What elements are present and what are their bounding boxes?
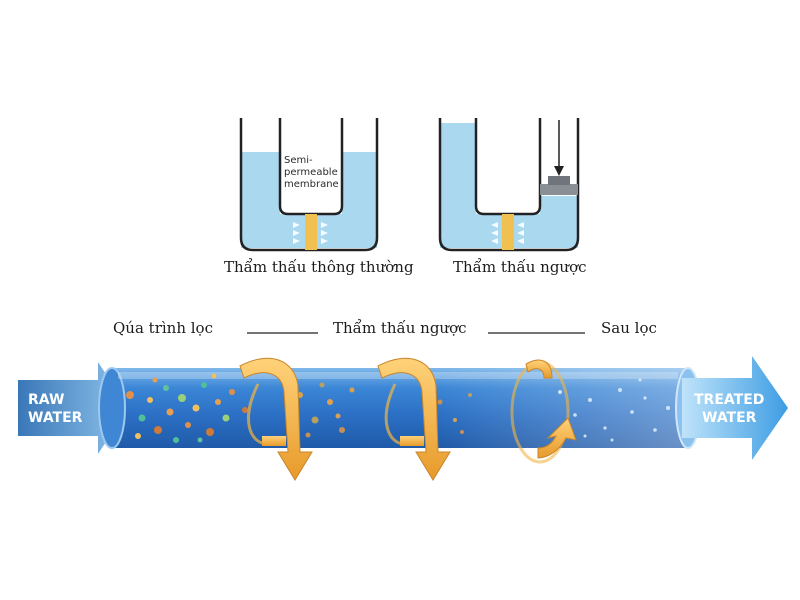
membrane-label-line3: membrane bbox=[284, 179, 339, 190]
raw-water-label-line1: RAW bbox=[28, 392, 64, 408]
contaminant-particles bbox=[126, 373, 472, 443]
flow-arrows bbox=[491, 222, 524, 244]
clean-water-droplets bbox=[558, 378, 670, 442]
treated-water-label-line2: WATER bbox=[702, 410, 757, 426]
treated-water-arrow: TREATED WATER bbox=[682, 356, 788, 460]
filter-stage-3-arrow-icon bbox=[510, 359, 577, 464]
flow-arrows bbox=[293, 222, 328, 244]
raw-water-label-line2: WATER bbox=[28, 410, 83, 426]
reverse-osmosis-caption: Thẩm thấu ngược bbox=[453, 258, 587, 276]
membrane-label-line1: Semi- bbox=[284, 155, 313, 166]
filter-stage-2-arrow-icon bbox=[377, 357, 451, 481]
filter-stage-1-arrow-icon bbox=[239, 357, 313, 481]
stage-reverse-osmosis-label: Thẩm thấu ngược bbox=[333, 319, 467, 337]
membrane-label-line2: permeable bbox=[284, 167, 338, 178]
membrane bbox=[305, 214, 317, 250]
stage-filtering-label: Qúa trình lọc bbox=[113, 319, 213, 337]
stage-labels: Qúa trình lọc Thẩm thấu ngược Sau lọc bbox=[113, 319, 657, 337]
normal-osmosis-caption: Thẩm thấu thông thường bbox=[224, 258, 414, 276]
inner-tube bbox=[476, 118, 540, 214]
piston bbox=[540, 120, 578, 195]
filter-pipe bbox=[98, 367, 701, 449]
reverse-osmosis-tube: Thẩm thấu ngược bbox=[438, 118, 587, 276]
membrane bbox=[502, 214, 514, 250]
stage-after-label: Sau lọc bbox=[601, 319, 657, 337]
treated-water-label-line1: TREATED bbox=[694, 392, 764, 408]
normal-osmosis-tube: Semi- permeable membrane Thẩm thấu thông… bbox=[224, 118, 414, 276]
inner-tube bbox=[280, 118, 342, 214]
